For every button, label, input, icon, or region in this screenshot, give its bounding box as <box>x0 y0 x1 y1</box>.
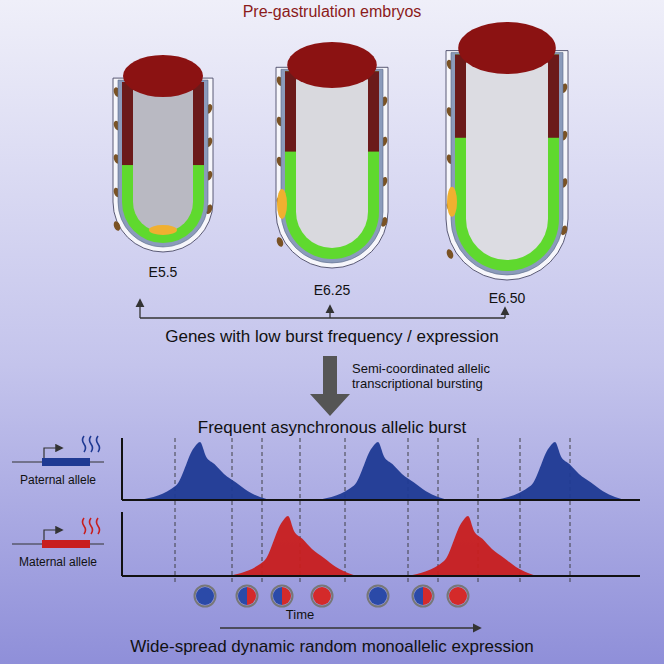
conclusion-label: Wide-spread dynamic random monoallelic e… <box>130 637 533 657</box>
cell <box>413 586 434 607</box>
embryo-drawings <box>112 22 568 280</box>
allele-label: Maternal allele <box>19 556 97 570</box>
cell <box>448 586 469 607</box>
embryo <box>112 55 213 252</box>
stage-label: E5.5 <box>149 264 178 280</box>
cell <box>312 586 333 607</box>
allele-icon <box>12 436 104 466</box>
allele-label: Paternal allele <box>20 474 96 488</box>
cell <box>195 586 216 607</box>
embryo <box>275 42 388 268</box>
cell <box>272 586 293 607</box>
time-arrow <box>220 627 480 628</box>
stage-label: E6.25 <box>314 282 351 298</box>
cell <box>368 586 389 607</box>
cell-states <box>195 586 469 607</box>
cell <box>237 586 258 607</box>
section-label: Frequent asynchronous allelic burst <box>198 418 466 438</box>
allele-icon <box>12 518 104 548</box>
title: Pre-gastrulation embryos <box>243 3 422 21</box>
allele-icons <box>12 436 104 548</box>
stage-label: E6.50 <box>489 290 526 306</box>
big-arrow <box>310 356 350 416</box>
stage-bracket <box>140 300 505 318</box>
burst-plots <box>122 438 640 584</box>
axis-label: Time <box>286 608 314 623</box>
embryo <box>445 22 568 280</box>
arrow-label: Semi-coordinated allelic transcriptional… <box>352 362 527 392</box>
section-label: Genes with low burst frequency / express… <box>165 327 499 347</box>
